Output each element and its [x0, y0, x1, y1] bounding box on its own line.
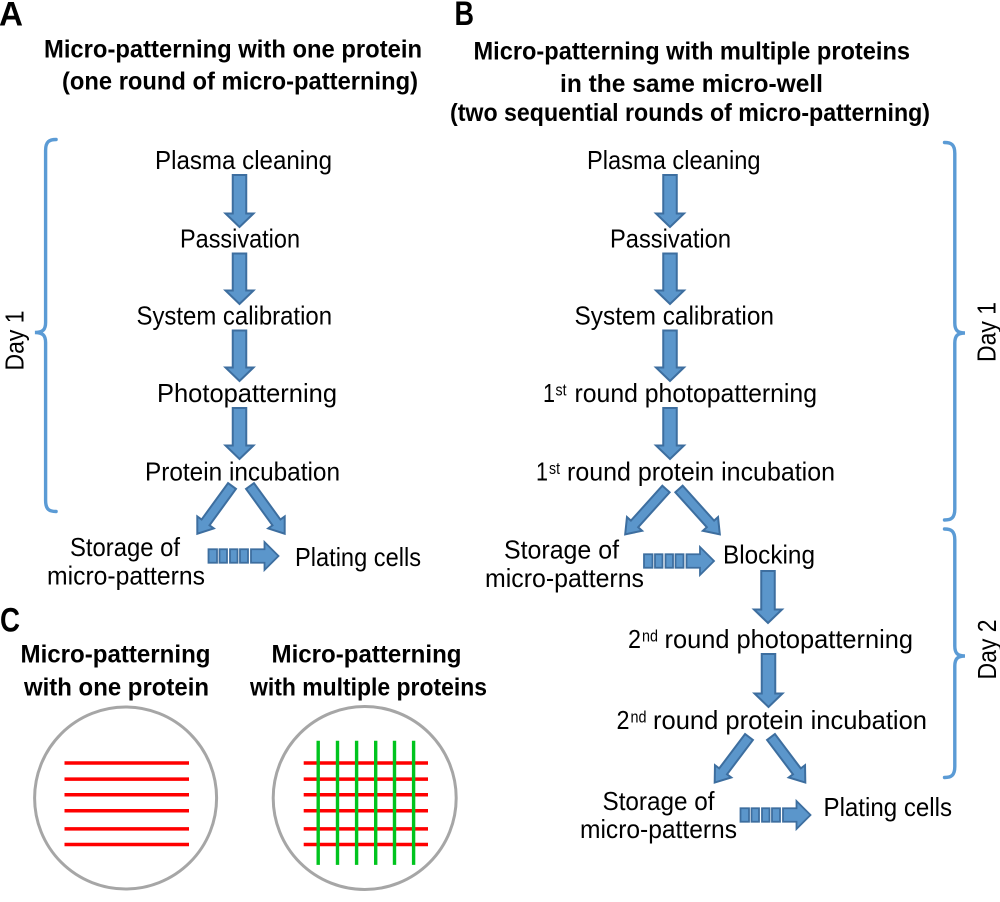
- svg-text:Storage of: Storage of: [70, 532, 181, 562]
- svg-text:1: 1: [543, 378, 555, 408]
- svg-text:Day 1: Day 1: [0, 311, 30, 371]
- svg-text:(one round of micro-patterning: (one round of micro-patterning): [62, 68, 418, 96]
- svg-text:2: 2: [617, 705, 630, 735]
- svg-text:round photopatterning: round photopatterning: [575, 378, 818, 408]
- svg-text:A: A: [0, 0, 23, 34]
- svg-text:Micro-patterning: Micro-patterning: [21, 641, 211, 669]
- svg-text:st: st: [556, 381, 567, 400]
- svg-text:Micro-patterning with one prot: Micro-patterning with one protein: [44, 36, 422, 64]
- svg-text:Protein incubation: Protein incubation: [145, 457, 340, 487]
- svg-text:System calibration: System calibration: [137, 301, 333, 331]
- svg-text:Day 2: Day 2: [972, 620, 1000, 680]
- svg-text:nd: nd: [631, 708, 647, 727]
- svg-text:in the same micro-well: in the same micro-well: [560, 70, 823, 98]
- svg-text:with one protein: with one protein: [23, 674, 209, 702]
- svg-text:round protein incubation: round protein incubation: [567, 457, 835, 487]
- svg-text:with multiple proteins: with multiple proteins: [249, 674, 487, 702]
- svg-text:Blocking: Blocking: [723, 540, 815, 570]
- svg-text:2: 2: [628, 624, 641, 654]
- svg-text:Plating cells: Plating cells: [824, 792, 953, 822]
- svg-text:Passivation: Passivation: [180, 224, 300, 254]
- svg-text:Photopatterning: Photopatterning: [157, 378, 337, 408]
- svg-text:System calibration: System calibration: [575, 301, 775, 331]
- svg-text:Micro-patterning: Micro-patterning: [272, 641, 462, 669]
- svg-text:round photopatterning: round photopatterning: [665, 624, 914, 654]
- svg-text:Plasma cleaning: Plasma cleaning: [587, 145, 761, 175]
- svg-text:Day 1: Day 1: [972, 302, 1000, 362]
- svg-text:Plasma cleaning: Plasma cleaning: [155, 145, 332, 175]
- svg-text:C: C: [0, 602, 20, 640]
- svg-text:1: 1: [536, 457, 548, 487]
- svg-text:Plating cells: Plating cells: [295, 542, 421, 572]
- svg-text:(two sequential rounds of micr: (two sequential rounds of micro-patterni…: [450, 99, 930, 127]
- svg-text:Micro-patterning with multiple: Micro-patterning with multiple proteins: [474, 38, 911, 66]
- svg-text:nd: nd: [642, 627, 658, 646]
- svg-text:Storage of: Storage of: [504, 535, 620, 565]
- svg-text:Storage of: Storage of: [603, 786, 716, 816]
- svg-text:B: B: [455, 0, 475, 33]
- svg-text:micro-patterns: micro-patterns: [485, 563, 644, 593]
- svg-text:micro-patterns: micro-patterns: [580, 814, 737, 844]
- svg-text:st: st: [549, 459, 560, 478]
- svg-text:micro-patterns: micro-patterns: [47, 561, 205, 591]
- svg-text:round protein incubation: round protein incubation: [653, 705, 927, 735]
- svg-text:Passivation: Passivation: [610, 224, 731, 254]
